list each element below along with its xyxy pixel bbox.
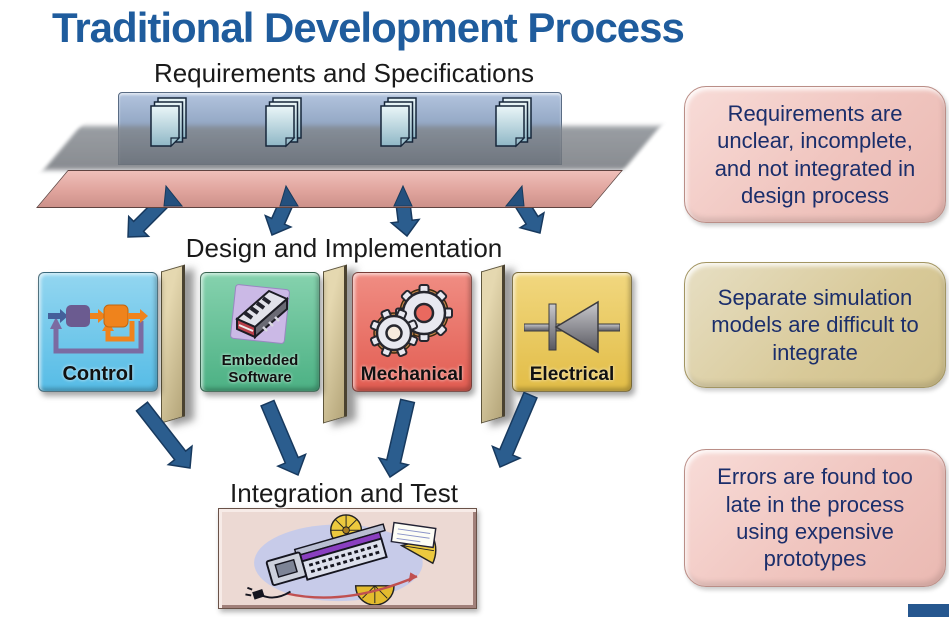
- slide-accent-bar: [908, 604, 949, 617]
- integration-box: [218, 508, 477, 609]
- discipline-label: Embedded Software: [221, 351, 299, 386]
- arrow-stub: [504, 184, 525, 207]
- machine-clipart: [244, 513, 437, 605]
- discipline-box-mechanical: Mechanical: [352, 272, 472, 392]
- down-arrow: [135, 401, 193, 469]
- document-stack-icon: [376, 96, 424, 156]
- design-stage-label: Design and Implementation: [185, 233, 503, 263]
- callout-text: Errors are found too late in the process…: [717, 464, 913, 572]
- arrow-stub: [163, 184, 184, 207]
- callout-errors: Errors are found too late in the process…: [684, 449, 946, 587]
- down-arrow: [377, 398, 416, 479]
- document-stack-icon: [261, 96, 309, 156]
- gears-icon: [353, 283, 471, 363]
- callout-simulation: Separate simulation models are difficult…: [684, 262, 946, 388]
- callout-text: Requirements are unclear, incomplete, an…: [714, 100, 916, 208]
- discipline-box-control: Control: [38, 272, 158, 392]
- arrow-stub: [279, 184, 299, 207]
- callout-requirements: Requirements are unclear, incomplete, an…: [684, 86, 946, 223]
- discipline-box-electrical: Electrical: [512, 272, 632, 392]
- page-title: Traditional Development Process: [52, 4, 685, 51]
- microchip-icon: [201, 279, 319, 353]
- feedback-loop-icon: [39, 297, 157, 361]
- arrow-stub: [393, 184, 413, 207]
- document-stack-icon: [146, 96, 194, 156]
- discipline-label: Electrical: [529, 364, 615, 385]
- callout-text: Separate simulation models are difficult…: [711, 285, 919, 365]
- down-arrow: [491, 392, 538, 469]
- design-to-integration-arrows: [100, 392, 580, 484]
- integration-stage-label: Integration and Test: [230, 478, 458, 508]
- document-stack-icon: [491, 96, 539, 156]
- discipline-label: Mechanical: [360, 364, 464, 385]
- arrow-tail-stubs: [140, 184, 560, 208]
- shadow-parallelogram: [43, 126, 661, 170]
- diode-icon: [513, 295, 631, 359]
- discipline-label: Control: [62, 363, 134, 385]
- requirements-stage-label: Requirements and Specifications: [153, 58, 535, 88]
- down-arrow: [260, 399, 307, 477]
- discipline-box-embedded-software: Embedded Software: [200, 272, 320, 392]
